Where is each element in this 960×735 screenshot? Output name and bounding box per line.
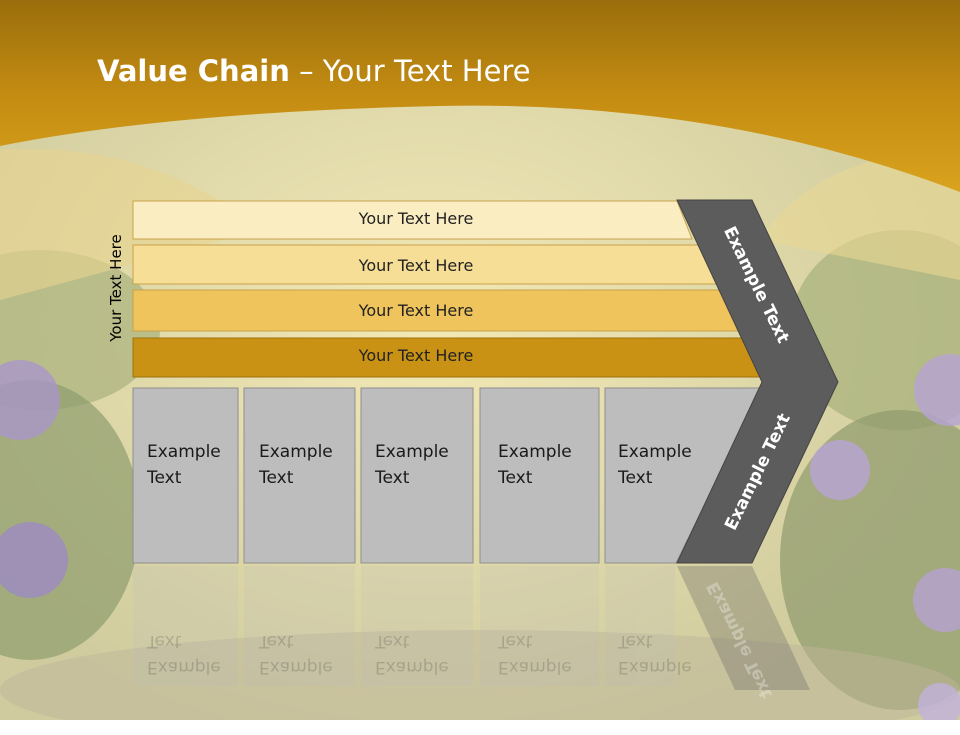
box-label-1-line1: Example	[147, 442, 221, 462]
box-reflection-3-line1: Example	[375, 657, 449, 677]
box-reflection-1: Example Text	[147, 628, 221, 680]
box-reflection-2-line1: Example	[259, 657, 333, 677]
box-label-4-line1: Example	[498, 442, 572, 462]
box-label-4: Example Text	[498, 439, 572, 491]
box-reflection-3-line2: Text	[375, 631, 410, 651]
box-label-4-line2: Text	[498, 468, 533, 488]
box-label-3-line1: Example	[375, 442, 449, 462]
box-reflection-1-line1: Example	[147, 657, 221, 677]
box-3	[360, 387, 474, 564]
row-label-2: Your Text Here	[358, 256, 474, 275]
chevron-arrow	[676, 199, 839, 564]
row-label-1: Your Text Here	[358, 209, 474, 228]
slide-title: Value Chain – Your Text Here	[97, 54, 531, 88]
box-label-3: Example Text	[375, 439, 449, 491]
value-chain-diagram	[132, 199, 839, 690]
box-label-5: Example Text	[618, 439, 692, 491]
box-reflection-2: Example Text	[259, 628, 333, 680]
row-label-4: Your Text Here	[358, 346, 474, 365]
box-reflection-5: Example Text	[618, 628, 692, 680]
slide-title-bold: Value Chain	[97, 54, 290, 88]
box-label-2: Example Text	[259, 439, 333, 491]
box-label-5-line1: Example	[618, 442, 692, 462]
box-5	[604, 387, 763, 564]
row-bar-1	[132, 200, 693, 240]
chevron-reflection	[677, 566, 810, 690]
box-reflection-5-line2: Text	[618, 631, 653, 651]
box-reflection-4-line1: Example	[498, 657, 572, 677]
box-reflection-1-line2: Text	[147, 631, 182, 651]
box-1	[132, 387, 239, 564]
box-2	[243, 387, 356, 564]
box-reflection-5-line1: Example	[618, 657, 692, 677]
box-label-1-line2: Text	[147, 468, 182, 488]
row-label-3: Your Text Here	[358, 301, 474, 320]
box-label-3-line2: Text	[375, 468, 410, 488]
box-4	[479, 387, 600, 564]
box-reflection-2-line2: Text	[259, 631, 294, 651]
box-label-2-line2: Text	[259, 468, 294, 488]
reflection-group	[133, 566, 675, 686]
box-reflection-4: Example Text	[498, 628, 572, 680]
box-label-5-line2: Text	[618, 468, 653, 488]
box-reflection-3: Example Text	[375, 628, 449, 680]
box-reflection-4-line2: Text	[498, 631, 533, 651]
box-label-1: Example Text	[147, 439, 221, 491]
slide-title-rest: – Your Text Here	[289, 54, 531, 88]
box-label-2-line1: Example	[259, 442, 333, 462]
